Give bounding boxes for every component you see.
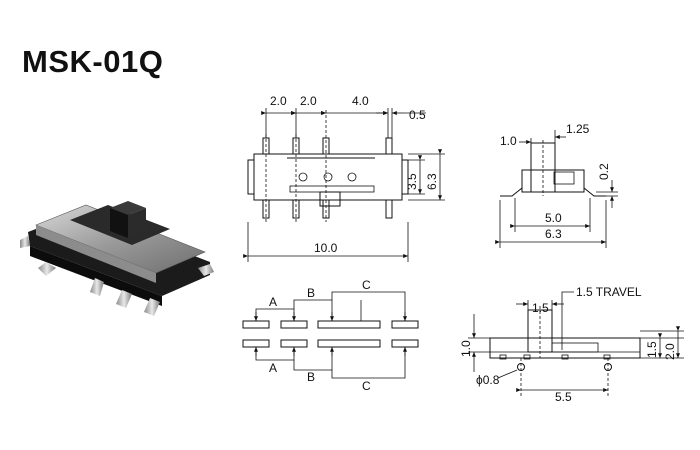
dim-front-0-5: 0.5 xyxy=(409,108,426,122)
label-bottom-c: C xyxy=(362,379,371,393)
label-top-b: B xyxy=(307,286,315,300)
product-illustration xyxy=(20,201,214,316)
travel-view: 1.5 1.5 TRAVEL 1.0 ϕ0.8 5.5 1.5 2.0 xyxy=(459,285,684,404)
dim-front-6-3: 6.3 xyxy=(425,173,439,190)
dim-peg-diameter: ϕ0.8 xyxy=(476,373,500,387)
label-top-a: A xyxy=(269,295,277,309)
dim-side-1-0: 1.0 xyxy=(500,134,517,148)
dim-side-1-25: 1.25 xyxy=(566,122,590,136)
pad-layout-view: A B C A B C xyxy=(242,278,419,393)
dim-front-2-0-b: 2.0 xyxy=(300,94,317,108)
dim-travel-right-1-5: 1.5 xyxy=(645,341,659,358)
dim-travel-1-5: 1.5 xyxy=(532,301,549,315)
travel-label: 1.5 TRAVEL xyxy=(576,285,642,299)
dim-travel-5-5: 5.5 xyxy=(555,390,572,404)
part-number-title: MSK-01Q xyxy=(22,44,164,79)
dim-front-2-0-a: 2.0 xyxy=(270,94,287,108)
dim-side-5-0: 5.0 xyxy=(545,211,562,225)
label-bottom-b: B xyxy=(307,370,315,384)
dim-front-3-5: 3.5 xyxy=(405,173,419,190)
dim-side-6-3: 6.3 xyxy=(545,227,562,241)
label-bottom-a: A xyxy=(269,361,277,375)
dim-travel-1-0: 1.0 xyxy=(459,340,473,357)
dim-travel-right-2-0: 2.0 xyxy=(663,343,677,360)
dim-side-0-2: 0.2 xyxy=(597,163,611,180)
side-view: 1.0 1.25 0.2 5.0 6.3 xyxy=(495,122,618,248)
label-top-c: C xyxy=(362,278,371,292)
dim-front-4-0: 4.0 xyxy=(352,94,369,108)
front-view: 2.0 2.0 4.0 0.5 3.5 6.3 10.0 xyxy=(243,94,445,262)
dim-front-10-0: 10.0 xyxy=(314,241,338,255)
